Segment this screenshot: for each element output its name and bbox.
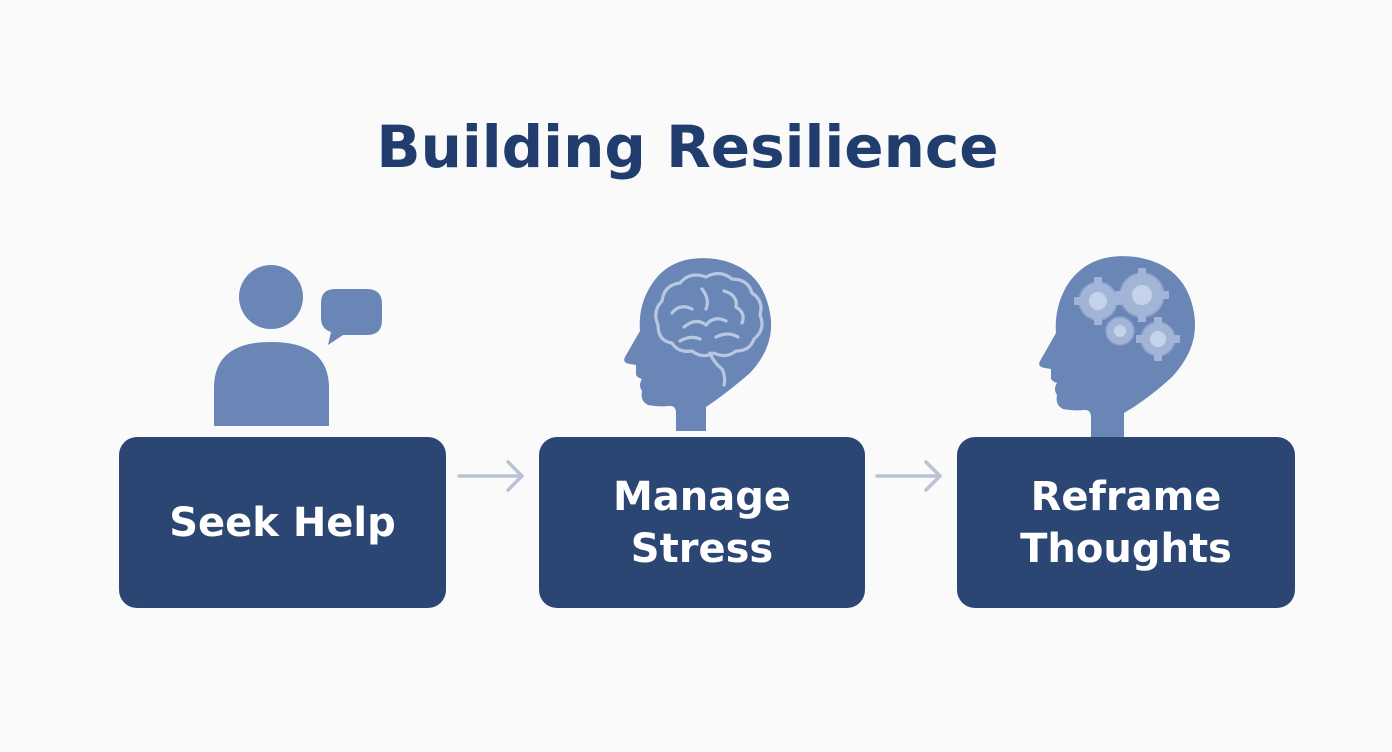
step-label-manage-stress: Manage Stress: [612, 473, 792, 572]
step-box-manage-stress: Manage Stress: [539, 437, 865, 608]
step-box-reframe-thoughts: Reframe Thoughts: [957, 437, 1295, 608]
person-speech-bubble-icon: [214, 265, 382, 426]
diagram-title: Building Resilience: [376, 113, 999, 181]
head-gears-icon: [1039, 256, 1196, 439]
head-brain-icon: [624, 258, 772, 431]
arrow-right-icon: [875, 460, 942, 492]
step-box-seek-help: Seek Help: [119, 437, 446, 608]
step-label-seek-help: Seek Help: [169, 499, 396, 546]
step-label-reframe-thoughts: Reframe Thoughts: [1020, 473, 1232, 572]
arrow-right-icon: [457, 460, 524, 492]
